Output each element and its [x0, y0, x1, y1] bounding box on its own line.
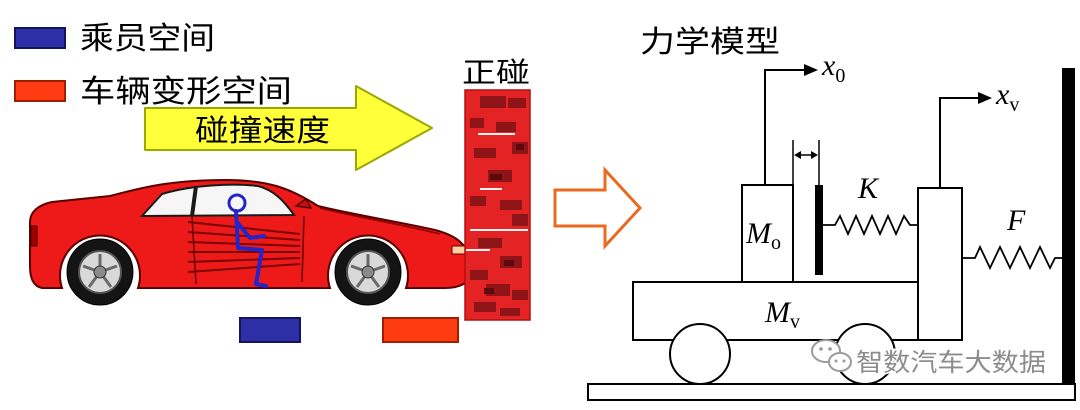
occupant-space-marker: [239, 317, 301, 343]
brick: [508, 98, 526, 108]
front-spokes: [350, 254, 386, 288]
brick: [500, 200, 522, 210]
brick: [504, 260, 514, 266]
car-body: [29, 178, 471, 289]
brick: [478, 238, 502, 248]
brick: [512, 290, 528, 300]
model-labels: Mo Mv x0 xv K F: [745, 49, 1026, 333]
vehicle-displacement-arrow: [939, 97, 980, 188]
occupant-mass-block: [741, 184, 794, 283]
front-wheel: [334, 238, 402, 306]
car-taillight: [30, 225, 38, 247]
car-headlight: [451, 245, 467, 255]
vehicle-mass-subscript: v: [790, 311, 800, 333]
vehicle-displacement-subscript: v: [1009, 94, 1019, 116]
spring-f-label: F: [1006, 204, 1026, 237]
wechat-eye: [834, 359, 838, 363]
vehicle-mass-symbol: M: [764, 296, 792, 329]
occupant-mass-subscript: o: [771, 232, 781, 254]
model-title: 力学模型: [640, 25, 780, 60]
brick: [496, 122, 516, 132]
velocity-arrow-shape: [144, 85, 433, 171]
model-rear-wheel: [669, 323, 731, 385]
vehicle-displacement-label: xv: [995, 78, 1019, 116]
wall-mortar: [466, 133, 528, 251]
deformation-space-marker: [382, 317, 459, 343]
occupant-arm: [235, 220, 266, 240]
structure-block: [917, 187, 963, 341]
rear-wheel: [66, 238, 134, 306]
legend-swatch-occupant-space: [14, 27, 66, 49]
occupant-mass-label: Mo: [745, 217, 781, 254]
vehicle-displacement-arrowhead: [978, 92, 992, 104]
legend: 乘员空间 车辆变形空间: [14, 21, 292, 110]
wechat-icon: [811, 339, 852, 372]
restraint-bar: [815, 185, 823, 275]
spring-k: [823, 213, 918, 237]
car-window: [139, 183, 296, 218]
ground: [587, 383, 1076, 401]
occupant-torso: [234, 209, 240, 250]
brick: [470, 270, 488, 280]
spring-f: [962, 244, 1062, 271]
spring-k-label: K: [857, 172, 880, 205]
brick: [484, 288, 494, 294]
wechat-eye: [819, 347, 823, 351]
gap-arrowhead-right: [811, 151, 818, 159]
legend-label-deformation-space: 车辆变形空间: [80, 74, 292, 110]
car-b-pillar: [190, 185, 198, 217]
brick-wall: 正碰: [462, 56, 531, 321]
car-hood-line: [319, 207, 441, 235]
legend-swatch-deformation-space: [14, 80, 66, 102]
brick: [480, 96, 506, 108]
occupant-leg: [236, 246, 268, 288]
brick: [500, 308, 520, 316]
rear-hub: [93, 265, 107, 279]
rear-spokes: [82, 254, 118, 288]
legend-item-occupant-space: 乘员空间: [14, 21, 215, 57]
occupant-displacement-arrowhead: [804, 64, 818, 76]
gap-arrowhead-left: [794, 151, 801, 159]
impact-velocity-arrow: 碰撞速度: [144, 85, 433, 171]
occupant-figure: [227, 193, 268, 288]
mechanical-model: [587, 64, 1076, 401]
sports-car: [29, 178, 471, 306]
transition-arrow: [553, 166, 643, 250]
watermark-text: 智数汽车大数据: [856, 348, 1046, 377]
car-mirror: [293, 197, 313, 209]
brick: [512, 214, 528, 226]
brick: [474, 148, 496, 158]
wechat-eye: [828, 347, 832, 351]
vehicle-displacement-symbol: x: [995, 78, 1010, 111]
wechat-eye: [842, 359, 846, 363]
gap-extension-lines: [792, 140, 820, 185]
occupant-displacement-symbol: x: [821, 49, 836, 82]
wechat-bubble-small: [828, 352, 852, 372]
legend-label-occupant-space: 乘员空间: [80, 21, 215, 57]
brick: [490, 174, 502, 180]
car-door-outline: [191, 215, 305, 285]
occupant-displacement-subscript: 0: [835, 65, 845, 87]
wall-dark-bricks: [484, 144, 524, 294]
occupant-mass-symbol: M: [745, 217, 773, 250]
velocity-label: 碰撞速度: [195, 114, 330, 149]
brick: [470, 118, 484, 128]
legend-item-deformation-space: 车辆变形空间: [14, 74, 292, 110]
impact-label: 正碰: [462, 56, 530, 89]
brick: [516, 144, 524, 150]
watermark: 智数汽车大数据: [811, 339, 1048, 379]
brick: [474, 302, 496, 312]
brick: [470, 196, 486, 206]
wall-bricks: [470, 96, 528, 316]
vehicle-mass-label: Mv: [764, 296, 800, 333]
rigid-barrier: [1062, 68, 1075, 384]
occupant-displacement-label: x0: [821, 49, 845, 87]
front-hub: [361, 265, 375, 279]
occupant-displacement-arrow: [764, 69, 806, 185]
